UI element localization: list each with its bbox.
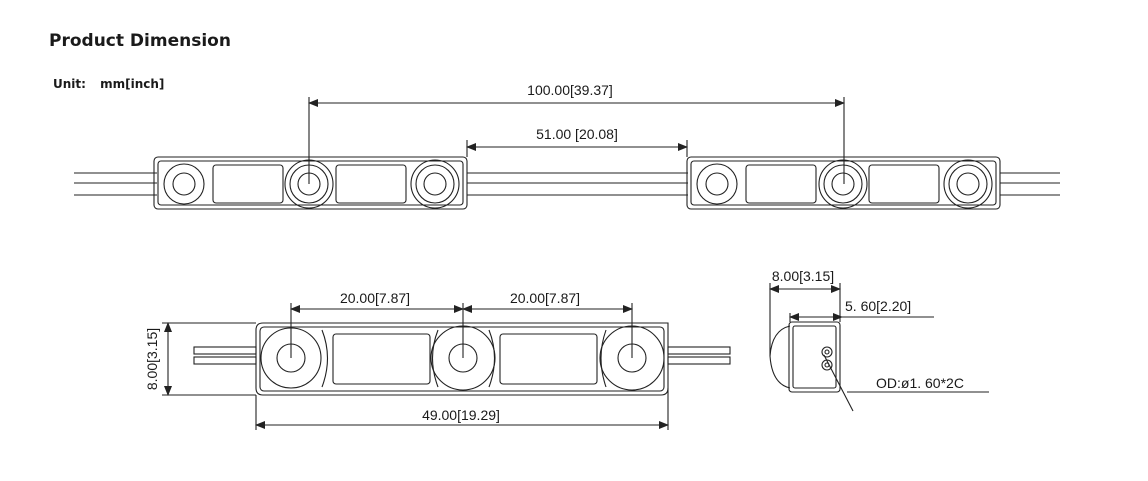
led-lens xyxy=(818,159,868,209)
unit-label: Unit: mm[inch] xyxy=(53,77,174,91)
wires-front-right xyxy=(667,346,731,365)
wire-spec-leader xyxy=(823,354,854,412)
led-lens xyxy=(696,163,738,205)
dim-side-depth-label: 5. 60[2.20] xyxy=(845,298,911,314)
led-lens xyxy=(943,159,993,209)
led-lens xyxy=(163,163,205,205)
wires-left xyxy=(74,172,157,196)
module-top-left xyxy=(153,156,468,210)
page-title: Product Dimension xyxy=(49,31,231,51)
wire-spec-label: OD:ø1. 60*2C xyxy=(876,375,964,391)
wires-front-left xyxy=(193,346,257,365)
unit-caption: Unit: xyxy=(53,77,86,91)
dim-led-pitch-right-label: 20.00[7.87] xyxy=(510,290,580,306)
dim-led-pitch-left-label: 20.00[7.87] xyxy=(340,290,410,306)
wires-right xyxy=(1000,172,1060,196)
module-front xyxy=(255,322,669,396)
dim-side-width-label: 8.00[3.15] xyxy=(772,268,834,284)
dim-height-label: 8.00[3.15] xyxy=(144,328,160,390)
unit-value: mm[inch] xyxy=(100,77,165,91)
wires-middle xyxy=(467,172,688,196)
led-lens xyxy=(410,159,460,209)
top-view xyxy=(74,97,1060,210)
dim-gap-label: 51.00 [20.08] xyxy=(536,126,618,142)
side-view xyxy=(769,283,989,412)
dim-length-label: 49.00[19.29] xyxy=(422,407,500,423)
dim-pitch-label: 100.00[39.37] xyxy=(527,82,613,98)
front-view xyxy=(162,303,731,430)
lens-dome xyxy=(769,325,791,389)
